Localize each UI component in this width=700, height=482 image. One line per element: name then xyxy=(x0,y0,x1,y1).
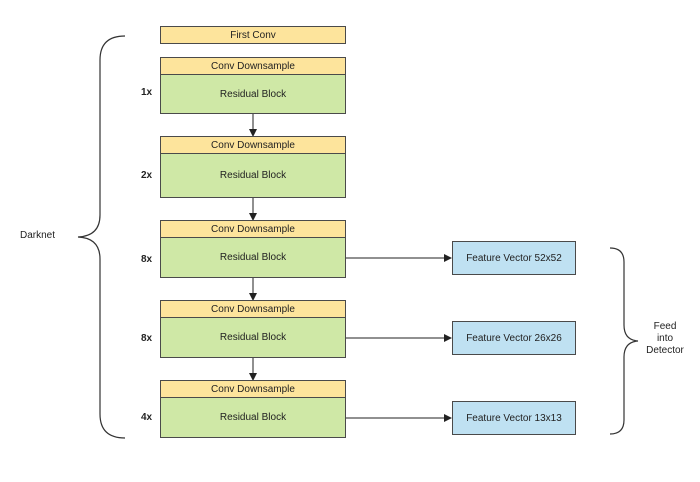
downsample-label: Conv Downsample xyxy=(211,303,295,315)
feature-vector-13: Feature Vector 13x13 xyxy=(452,401,576,435)
residual-label: Residual Block xyxy=(219,252,287,263)
stage-2-residual: Residual Block xyxy=(160,153,346,198)
stage-3-multiplier: 8x xyxy=(141,254,153,265)
first-conv-label: First Conv xyxy=(230,29,276,41)
feature-vector-26: Feature Vector 26x26 xyxy=(452,321,576,355)
stage-4-multiplier: 8x xyxy=(141,333,153,344)
stage-5-downsample: Conv Downsample xyxy=(160,380,346,398)
detector-brace xyxy=(609,247,639,435)
darknet-brace xyxy=(77,35,126,439)
feature-label: Feature Vector 52x52 xyxy=(466,252,562,264)
residual-label: Residual Block xyxy=(219,88,287,100)
residual-label: Residual Block xyxy=(219,332,287,343)
stage-3-downsample: Conv Downsample xyxy=(160,220,346,238)
stage-2-multiplier: 2x xyxy=(141,170,153,181)
feature-label: Feature Vector 26x26 xyxy=(466,332,562,344)
downsample-label: Conv Downsample xyxy=(211,383,295,395)
stage-5-residual: Residual Block xyxy=(160,397,346,438)
detector-label-line-2: into xyxy=(656,333,674,344)
downsample-label: Conv Downsample xyxy=(211,223,295,235)
darknet-label: Darknet xyxy=(20,230,56,241)
first-conv-box: First Conv xyxy=(160,26,346,44)
stage-3-residual: Residual Block xyxy=(160,237,346,278)
downsample-label: Conv Downsample xyxy=(211,139,295,151)
feature-label: Feature Vector 13x13 xyxy=(466,412,562,424)
detector-label: Feed into Detector xyxy=(643,321,687,357)
stage-4-downsample: Conv Downsample xyxy=(160,300,346,318)
stage-1-multiplier: 1x xyxy=(141,87,153,98)
stage-5-multiplier: 4x xyxy=(141,412,153,423)
stage-4-residual: Residual Block xyxy=(160,317,346,358)
detector-label-line-3: Detector xyxy=(646,345,684,356)
stage-1-downsample: Conv Downsample xyxy=(160,57,346,75)
residual-label: Residual Block xyxy=(219,170,287,181)
feature-vector-52: Feature Vector 52x52 xyxy=(452,241,576,275)
detector-label-line-1: Feed xyxy=(653,321,677,332)
downsample-label: Conv Downsample xyxy=(211,60,295,72)
residual-label: Residual Block xyxy=(219,412,287,423)
stage-1-residual: Residual Block xyxy=(160,74,346,114)
stage-2-downsample: Conv Downsample xyxy=(160,136,346,154)
